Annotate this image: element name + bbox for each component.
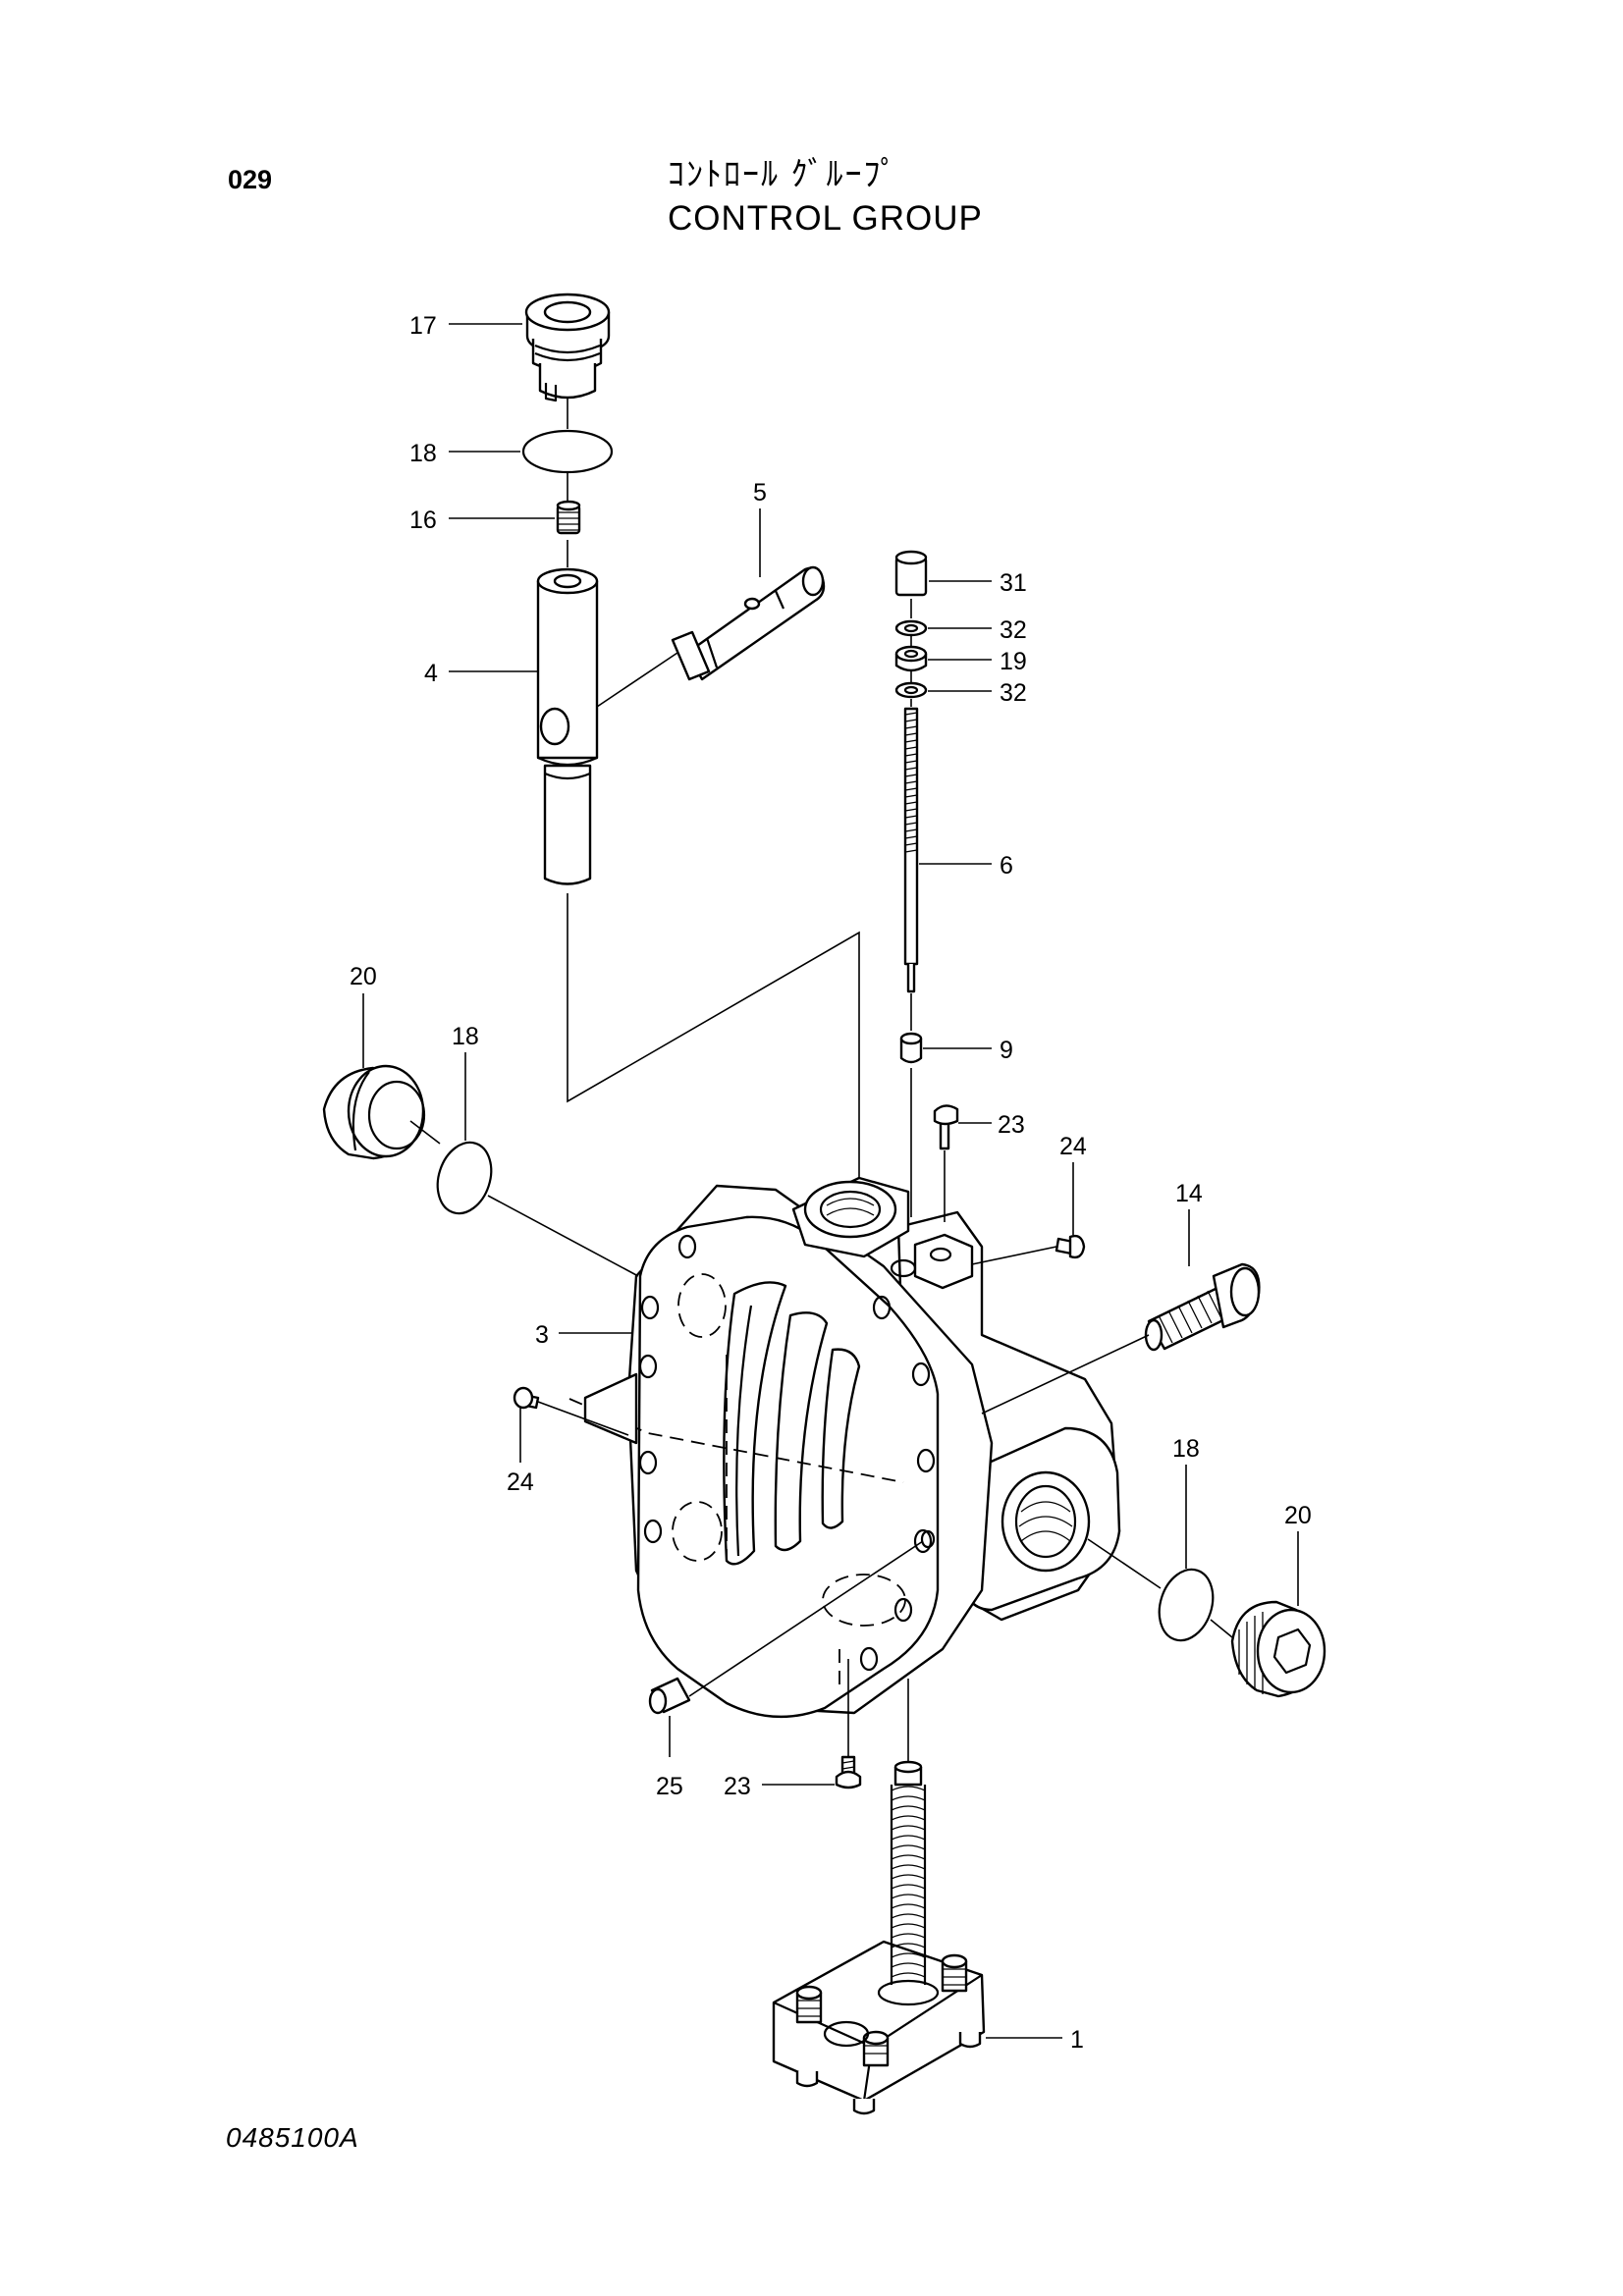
- callout-23-lower: 23: [724, 1773, 751, 1800]
- part-23-screw-upper[interactable]: [933, 1104, 959, 1150]
- callout-9: 9: [1000, 1037, 1013, 1064]
- part-23-screw-lower[interactable]: [835, 1755, 862, 1789]
- callout-18-right: 18: [1172, 1435, 1200, 1463]
- part-5-spool[interactable]: [671, 565, 826, 681]
- callout-6: 6: [1000, 852, 1013, 880]
- callouts: 17 18 16 5 4 31 32 19 32 6 9 20: [350, 312, 1312, 2054]
- part-9-plug[interactable]: [899, 1032, 923, 1064]
- callout-20-left: 20: [350, 963, 377, 990]
- callout-1: 1: [1070, 2026, 1084, 2054]
- part-20-plug-left[interactable]: [322, 1064, 426, 1160]
- part-18-o-ring-top[interactable]: [521, 429, 614, 474]
- callout-16: 16: [409, 507, 437, 534]
- part-25-dowel-pin[interactable]: [648, 1677, 691, 1715]
- part-19-nut[interactable]: [894, 645, 928, 672]
- part-16-set-screw[interactable]: [556, 500, 581, 535]
- assembly-lines: [409, 398, 1233, 1763]
- part-24-screw-left[interactable]: [513, 1386, 540, 1410]
- part-14-bolt[interactable]: [1144, 1262, 1261, 1352]
- callout-14: 14: [1175, 1180, 1203, 1207]
- part-20-plug-right[interactable]: [1230, 1600, 1326, 1698]
- part-18-o-ring-left[interactable]: [429, 1136, 500, 1220]
- callout-18-top: 18: [409, 440, 437, 467]
- part-6-adjusting-rod[interactable]: [903, 707, 919, 993]
- callout-25: 25: [656, 1773, 683, 1800]
- part-3-control-housing[interactable]: [568, 1176, 1121, 1719]
- part-31-cap-nut[interactable]: [894, 550, 928, 597]
- callout-18-left: 18: [452, 1023, 479, 1050]
- part-17-plug[interactable]: [524, 293, 611, 402]
- title-japanese: ｺﾝﾄﾛｰﾙ ｸﾞﾙｰﾌﾟ: [668, 156, 899, 193]
- callout-32-upper: 32: [1000, 616, 1027, 644]
- part-32-washer-lower[interactable]: [894, 681, 928, 699]
- part-24-screw-upper[interactable]: [1055, 1234, 1086, 1259]
- callout-24-left: 24: [507, 1468, 534, 1496]
- callout-17: 17: [409, 312, 437, 340]
- callout-3: 3: [535, 1321, 549, 1349]
- callout-5: 5: [753, 479, 767, 507]
- callout-24-upper: 24: [1059, 1133, 1087, 1160]
- callout-20-right: 20: [1284, 1502, 1312, 1529]
- callout-31: 31: [1000, 569, 1027, 597]
- part-1-cover-with-spring[interactable]: [772, 1760, 986, 2115]
- callout-32-lower: 32: [1000, 679, 1027, 707]
- callout-23-upper: 23: [998, 1111, 1025, 1139]
- callout-4: 4: [424, 660, 438, 687]
- page-number: 029: [228, 165, 273, 194]
- title-english: CONTROL GROUP: [668, 199, 983, 238]
- part-32-washer-upper[interactable]: [894, 619, 928, 637]
- drawing-code: 0485100A: [226, 2122, 359, 2153]
- callout-19: 19: [1000, 648, 1027, 675]
- part-4-sleeve[interactable]: [536, 567, 599, 885]
- part-18-o-ring-right[interactable]: [1151, 1563, 1221, 1647]
